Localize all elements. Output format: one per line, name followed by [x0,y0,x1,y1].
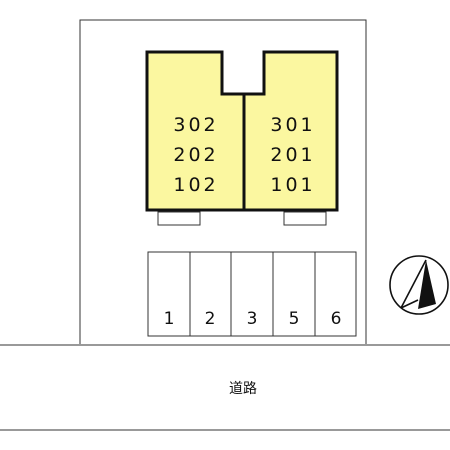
apartment-building [145,50,339,212]
north-arrow-icon [389,255,449,315]
parking-slot-label: 3 [247,309,258,329]
parking-slot-label: 2 [205,309,216,329]
unit-label: 301 [270,114,315,136]
property-boundary [79,19,367,344]
unit-label: 201 [270,144,315,166]
road-label: 道路 [229,381,257,397]
entrance-step-right [283,211,327,226]
unit-label: 102 [173,174,218,196]
entrance-step-left [157,211,201,226]
unit-label: 302 [173,114,218,136]
unit-label: 101 [270,174,315,196]
parking-slot-label: 5 [289,309,300,329]
parking-slot-label: 1 [164,309,175,329]
unit-label: 202 [173,144,218,166]
parking-area [147,251,357,337]
parking-slot-label: 6 [331,309,342,329]
